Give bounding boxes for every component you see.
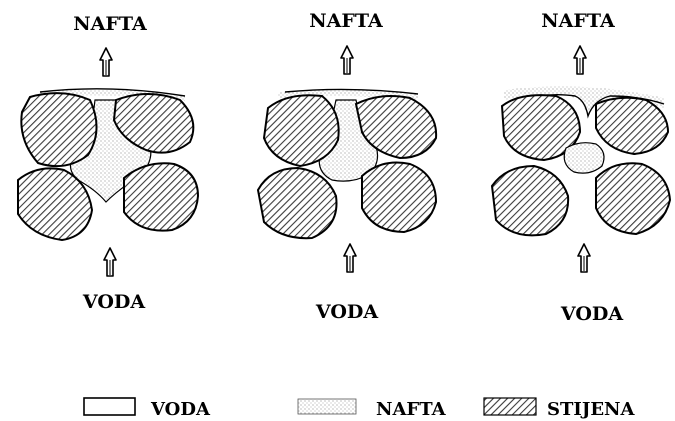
panel-1-up-arrow-top [99,47,113,77]
legend-label-water: VODA [150,399,211,420]
panel-1: NAFTA VODA [17,13,200,313]
panel-3-oil-film [504,86,664,116]
panel-2-rock-top-left [262,94,340,168]
panel-3-bottom-label: VODA [560,303,623,325]
panel-3: NAFTA VODA [490,10,672,325]
panel-3-oil-droplet [563,142,605,174]
panel-1-up-arrow-bottom [103,247,117,277]
panel-1-oil-film-line [39,88,186,97]
panel-3-rock-bottom-left [490,164,570,237]
panel-3-up-arrow-top [573,45,587,75]
panel-2-oil-film-line [284,88,419,95]
legend-swatch-water [83,397,136,416]
legend-label-rock: STIJENA [547,399,636,420]
panel-1-rock-bottom-left [17,167,94,242]
panel-3-up-arrow-bottom [577,243,591,273]
panel-2-rock-bottom-right [361,161,438,234]
panel-3-oil-film-line [514,93,665,119]
panel-2-rock-top-right [354,95,438,160]
legend: VODA NAFTA STIJENA [83,397,636,420]
legend-label-oil: NAFTA [376,399,447,420]
panel-3-rock-top-left [500,94,582,162]
panel-2-top-label: NAFTA [309,10,383,32]
panel-1-bottom-label: VODA [82,291,145,313]
panel-1-rock-top-left [20,92,98,168]
panel-3-rock-top-right [595,96,670,156]
panel-3-top-label: NAFTA [541,10,615,32]
panel-1-top-label: NAFTA [73,13,147,35]
panel-1-rock-bottom-right [123,162,200,232]
panel-1-rock-top-right [112,93,195,154]
panel-2-up-arrow-top [340,45,354,75]
panel-3-rock-bottom-right [595,162,672,236]
panel-2-up-arrow-bottom [343,243,357,273]
panel-2-bottom-label: VODA [315,301,378,323]
legend-swatch-rock [483,397,537,416]
panel-2-rock-bottom-left [256,166,338,240]
legend-swatch-oil [297,398,357,415]
panel-2: NAFTA VODA [256,10,438,323]
